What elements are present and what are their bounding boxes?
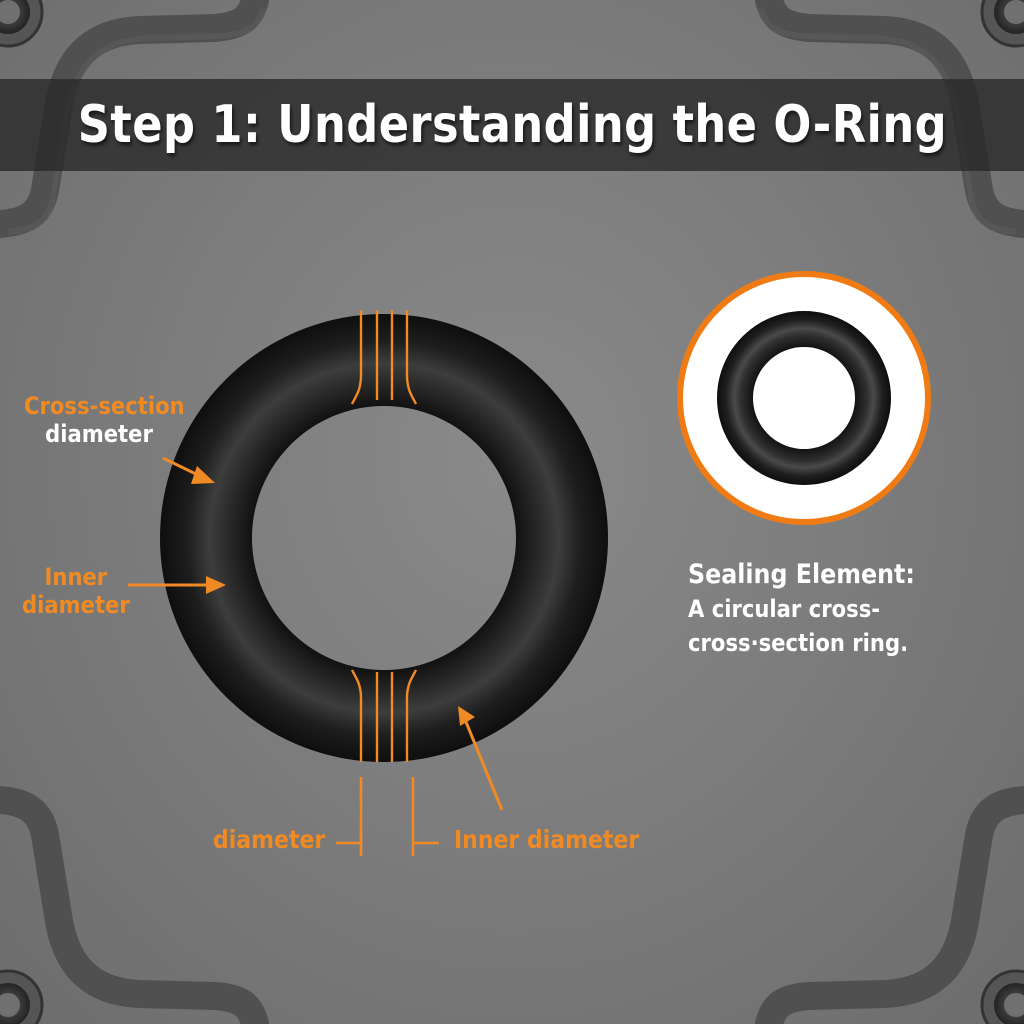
diameter-bottom-label: diameter <box>213 825 326 854</box>
o-ring <box>160 314 609 762</box>
label-line: diameter <box>22 590 130 619</box>
cross-section-lines-bottom <box>350 669 418 762</box>
bolt-icon <box>980 969 1024 1024</box>
description-line: cross·section ring. <box>688 629 909 657</box>
o-ring-icon <box>677 271 931 525</box>
cross-section-diameter-label: Cross-section diameter <box>24 392 185 448</box>
cross-section-lines-top <box>350 310 418 405</box>
label-line: diameter <box>45 419 153 448</box>
inner-diameter-bottom-label: Inner diameter <box>454 825 640 854</box>
title-banner: Step 1: Understanding the O-Ring <box>0 79 1024 171</box>
bolt-icon <box>0 0 44 48</box>
bolt-icon <box>980 0 1024 48</box>
page-title: Step 1: Understanding the O-Ring <box>77 95 947 155</box>
bolt-icon <box>0 969 44 1024</box>
label-line: Cross-section <box>24 392 185 420</box>
description-heading: Sealing Element: <box>688 559 915 590</box>
sealing-element-description: Sealing Element: A circular cross- cross… <box>688 558 915 660</box>
description-line: A circular cross- <box>688 595 881 623</box>
arrow-icon <box>191 466 215 484</box>
arrow-icon <box>458 706 475 726</box>
inner-diameter-label: Inner diameter <box>22 563 130 619</box>
label-line: Inner <box>44 563 108 591</box>
arrow-icon <box>206 576 226 594</box>
dimension-lines <box>336 777 439 856</box>
